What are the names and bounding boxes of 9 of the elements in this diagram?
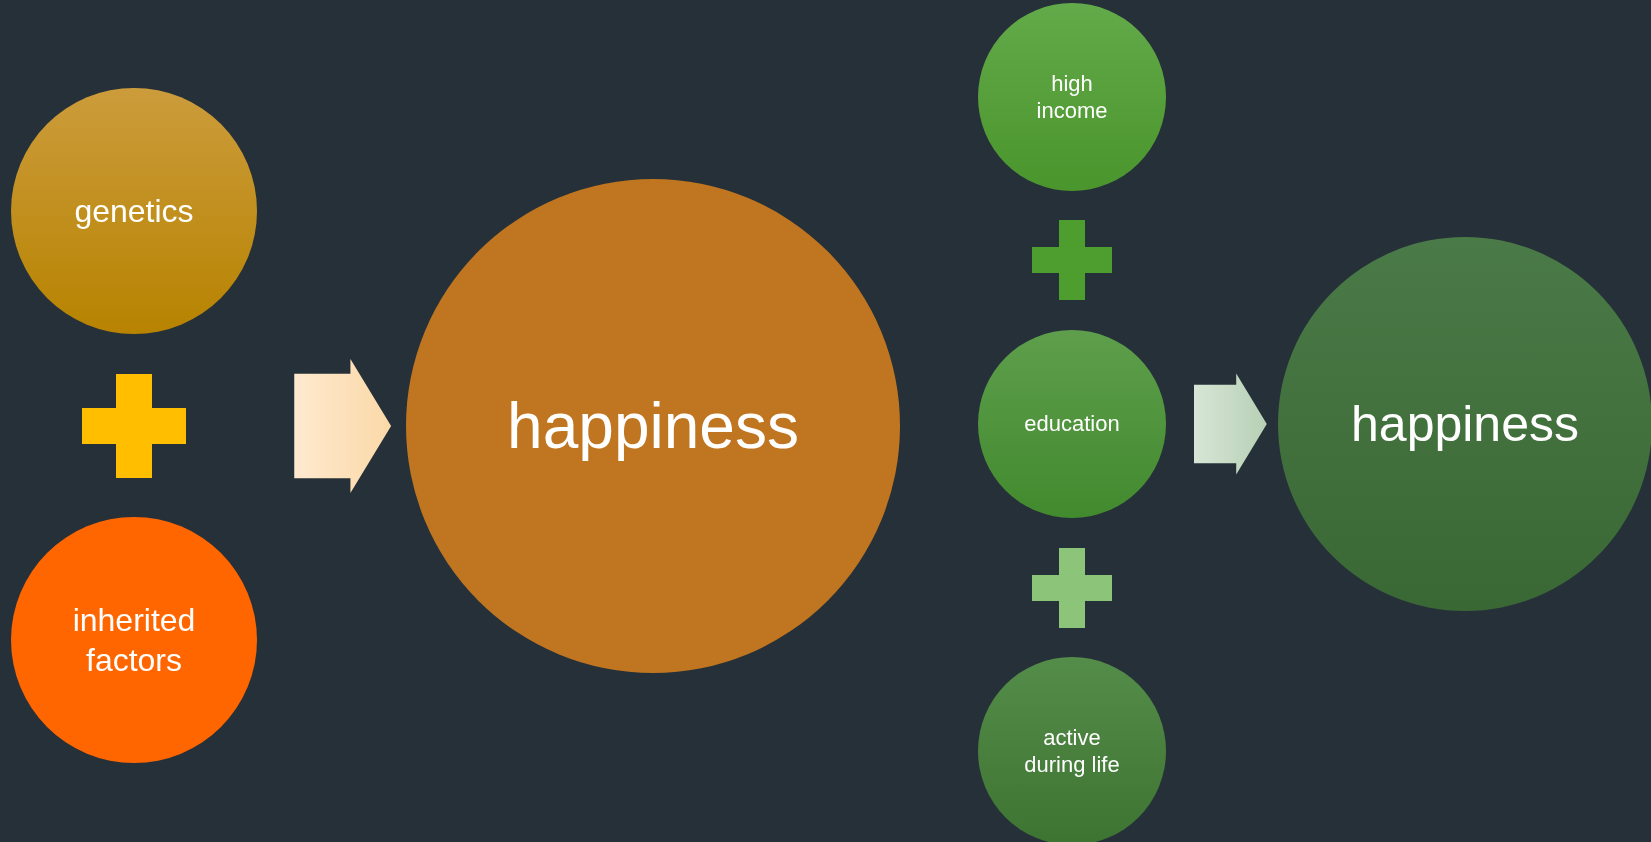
- node-label: education: [1024, 410, 1120, 438]
- node-label: high income: [1035, 69, 1109, 125]
- node-label: genetics: [74, 192, 194, 231]
- block-arrow: [294, 358, 392, 494]
- node-label: happiness: [507, 389, 799, 464]
- block-arrow: [1194, 373, 1267, 475]
- node-label: happiness: [1351, 394, 1579, 454]
- node-label: inherited factors: [71, 601, 197, 680]
- node-label: active during life: [1023, 723, 1121, 779]
